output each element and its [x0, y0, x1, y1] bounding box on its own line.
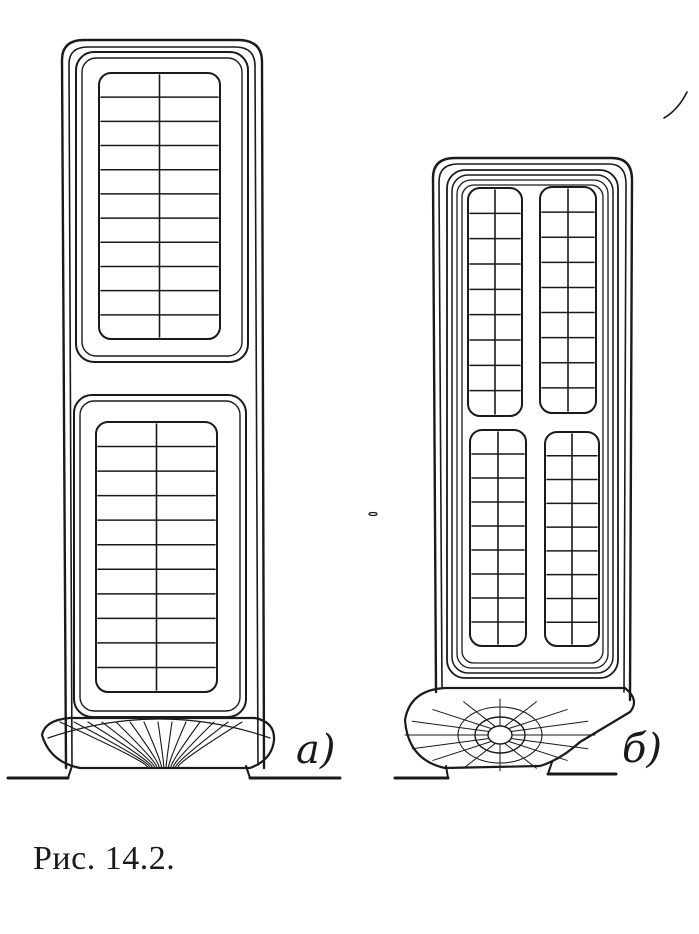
tire-a-bead-cord [167, 721, 187, 769]
tire-b-band-3 [456, 179, 609, 669]
tire-b-bead-cord [504, 742, 537, 769]
tire-a-bead-cord [165, 721, 173, 769]
tire-a-bead-cord [157, 721, 165, 769]
tire-b-bead-cord [463, 701, 496, 728]
stray-dot [368, 511, 378, 517]
figure-caption: Рис. 14.2. [33, 840, 176, 877]
tire-a-bead-cord [170, 721, 201, 769]
tire-a-outline [60, 38, 266, 770]
tire-b-bead-cord [463, 742, 496, 769]
tire-b-bead-cord [507, 740, 568, 761]
tire-b-band-4 [461, 184, 604, 664]
tire-a-lower-panel [73, 394, 247, 718]
tire-b [368, 91, 688, 780]
tire-b-bead-cord [504, 701, 537, 728]
tire-b-outline [431, 156, 634, 702]
tire-a-upper-tread-frame [98, 72, 221, 340]
tire-b-bead-cord [432, 709, 493, 730]
tire-b-bead-cord [432, 740, 493, 761]
tire-b-bead-cord [411, 720, 490, 733]
tire-a-bead [40, 716, 276, 770]
tire-b-bead-cord [510, 737, 589, 750]
tire-b-bead [403, 686, 636, 770]
tire-b-bead-cord [510, 720, 589, 733]
label-a: a) [296, 727, 335, 773]
ground-b-step-right [547, 761, 553, 775]
tire-a-bead-cord [101, 721, 155, 769]
tire-a-lower-tread-frame [95, 421, 218, 693]
tire-b-band-2 [451, 174, 614, 674]
tire-b-bead-cord [507, 709, 568, 730]
ground-b-step-left [445, 765, 449, 779]
tire-b-tread-ul-frame [467, 187, 523, 417]
tire-b-outline-inner [438, 163, 627, 693]
ground-a-step-left [67, 765, 73, 779]
tire-a-upper-panel-inner [81, 57, 243, 357]
tire-b-tread-ll-frame [469, 429, 527, 647]
tire-a-bead-cord [129, 721, 160, 769]
tire-b-tread-ur-frame [539, 186, 597, 414]
tire-a-upper-panel [75, 51, 249, 363]
label-b: б) [622, 726, 662, 772]
tire-a-bead-cord [143, 721, 163, 769]
tire-a-bead-cord [87, 721, 153, 769]
tire-a-bead-cord [172, 721, 215, 769]
tire-a-bead-cord [175, 721, 229, 769]
tire-a-bead-cord [115, 721, 158, 769]
tire-a-bead-arc [47, 718, 271, 739]
tire-a-lower-panel-inner [79, 400, 241, 712]
stray-mark [663, 91, 688, 119]
tire-b-tread-lr-frame [544, 431, 600, 647]
tire-a-outline-inner [68, 46, 259, 766]
tire-a [6, 38, 342, 780]
tire-a-bead-cord [177, 721, 243, 769]
ground-a-step-right [245, 765, 251, 779]
tire-b-band-1 [446, 169, 619, 679]
tire-b-bead-cord [411, 737, 490, 750]
